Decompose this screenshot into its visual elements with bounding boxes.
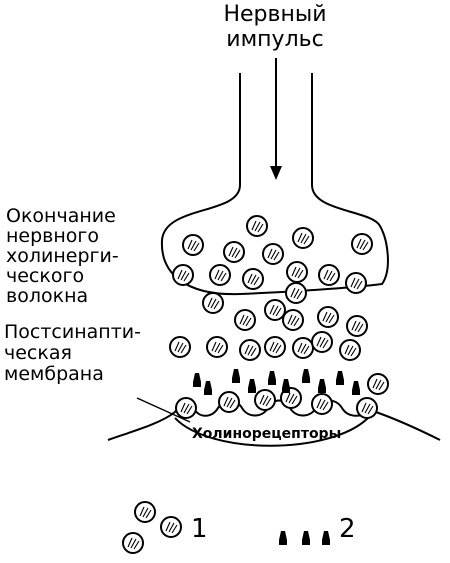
receptor-arc [174, 417, 369, 447]
legend-vesicle-icon [122, 501, 182, 554]
title-line-1: Нервный [223, 2, 327, 27]
title-line-2: импульс [226, 27, 324, 52]
label-ending-line-5: волокна [6, 285, 89, 307]
cholinoreceptors [193, 369, 360, 395]
legend-label-2: 2 [339, 514, 356, 544]
legend-receptor-icon [279, 531, 330, 545]
label-membrane-line-1: Постсинапти- [4, 321, 141, 343]
membrane-pointer [136, 397, 191, 423]
vesicles-presynaptic [172, 215, 373, 294]
vesicles-cleft [169, 282, 368, 361]
label-ending-line-2: нервного [6, 225, 100, 247]
label-ending-line-3: холинерги- [6, 245, 119, 267]
vesicles-docked [175, 373, 389, 419]
impulse-arrow [270, 58, 282, 180]
label-membrane-line-2: ческая [4, 342, 72, 364]
label-receptors: Холинорецепторы [192, 426, 342, 442]
title: Нервный импульс [205, 2, 345, 52]
axon [239, 73, 313, 185]
legend-label-1: 1 [191, 514, 208, 544]
label-membrane-line-3: мембрана [4, 363, 104, 385]
label-ending-line-4: ческого [6, 265, 85, 287]
label-ending-line-1: Окончание [6, 205, 116, 227]
